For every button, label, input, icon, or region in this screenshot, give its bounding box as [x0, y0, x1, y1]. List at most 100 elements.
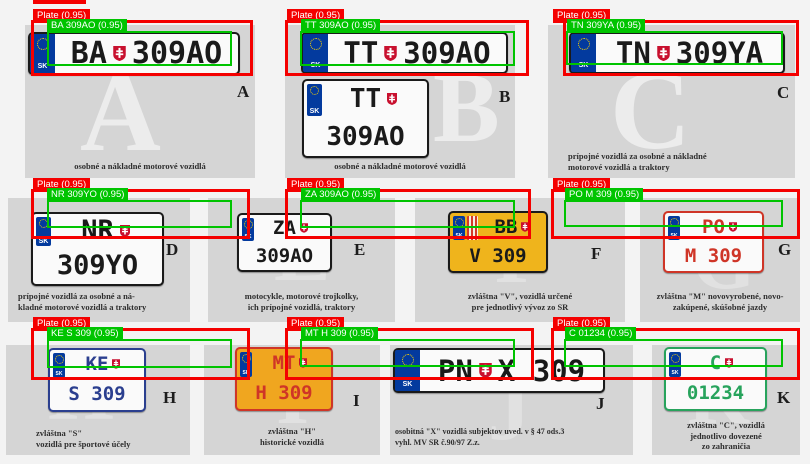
panel-caption: prípojné vozidlá za osobné a nákladné mo…: [568, 151, 707, 172]
plate-number: M 309: [684, 244, 743, 267]
plate-number: 309AO: [255, 244, 314, 267]
panel-letter: F: [591, 244, 602, 263]
plate-prefix: PN: [437, 353, 473, 388]
detection-label-ocr: TT 309AO (0.95): [301, 19, 381, 33]
panel-caption: zvláštna "V", vozidlá určené pre jednotl…: [419, 291, 621, 312]
caption-line: zvláštna "S": [36, 428, 83, 438]
license-plate: SK TT 309AO: [302, 79, 429, 158]
stars-circle-icon: [577, 38, 590, 50]
detection-box-plate: [551, 189, 800, 239]
detection-box-ocr: [300, 31, 515, 66]
euro-band: SK: [395, 350, 420, 391]
panel-caption: zvláštna "H" historické vozidlá: [208, 426, 376, 447]
caption-line: motocykle, motorové trojkolky,: [244, 291, 359, 301]
plate-prefix: ZA: [273, 217, 296, 240]
detection-box-plate: [285, 189, 531, 239]
panel-letter: I: [353, 391, 360, 410]
panel-d: D SK NR 309YO D prípojné vozidlá za osob…: [8, 198, 190, 322]
caption-line: zakúpené, skúšobné jazdy: [672, 301, 768, 312]
plate-prefix: KE: [85, 353, 109, 376]
panel-i: I SK MT H 309 I zvláštna "H" historické …: [204, 345, 380, 455]
detection-box-ocr: [300, 339, 515, 367]
caption-line: motorové vozidlá a traktory: [568, 161, 670, 172]
detection-box-plate: [285, 328, 534, 380]
detection-label-ocr: NR 309YO (0.95): [47, 188, 129, 202]
panel-j: J SK PN X 309 J osobitná "X" vozidlá sub…: [390, 345, 633, 456]
detection-box-plate: [563, 20, 799, 76]
plate-prefix: TT: [349, 84, 382, 114]
detection-box-ocr: [47, 200, 232, 228]
caption-line: osobné a nákladné motorové vozidlá: [334, 161, 466, 171]
plate-number: H 309: [255, 382, 313, 405]
panel-caption: zvláštna "S" vozidlá pre športové účely: [36, 428, 131, 449]
panel-c: C SK TN 309YA C prípojné vozidlá za osob…: [548, 25, 795, 178]
caption-line: prípojné vozidlá za osobné a ná-: [18, 291, 135, 301]
caption-line: prípojné vozidlá za osobné a nákladné: [568, 151, 707, 161]
panel-letter: C: [777, 83, 790, 102]
panel-letter: A: [237, 82, 250, 101]
license-plate: SK PO M 309: [663, 211, 764, 273]
caption-line: vyhl. MV SR č.90/97 Z.z.: [395, 437, 480, 447]
caption-line: zvláštna "V", vozidlá určené: [467, 291, 573, 301]
panel-caption: zvláštna "M" novovyrobené, novo- zakúpen…: [644, 291, 796, 312]
euro-band: SK: [571, 34, 596, 72]
caption-line: osobné a nákladné motorové vozidlá: [74, 161, 206, 171]
panel-letter: G: [778, 240, 792, 259]
country-code: SK: [37, 63, 48, 70]
panel-letter: B: [499, 87, 511, 106]
license-plate: SK BB V 309: [448, 211, 548, 273]
country-code: SK: [55, 371, 63, 378]
detection-box-plate: [31, 328, 250, 380]
detection-label-ocr: KE S 309 (0.95): [47, 327, 123, 341]
panel-caption: osobitná "X" vozidlá subjektov uved. v §…: [395, 427, 564, 448]
plate-text: TT: [304, 81, 427, 117]
caption-line: jednotlivo dovezené: [690, 430, 762, 441]
country-code: SK: [578, 62, 589, 69]
caption-line: historické vozidlá: [260, 436, 324, 447]
country-code: SK: [38, 238, 49, 246]
country-code: SK: [402, 381, 413, 388]
caption-line: pre jednotlivý vývoz zo SR: [471, 301, 569, 312]
stars-circle-icon: [309, 38, 322, 50]
stars-circle-icon: [310, 86, 319, 95]
panel-caption: osobné a nákladné motorové vozidlá: [289, 161, 511, 172]
license-plate: SK PN X 309: [393, 348, 605, 393]
panel-caption: prípojné vozidlá za osobné a ná- kladné …: [18, 291, 146, 312]
plate-text: H 309: [237, 378, 331, 409]
plate-text: 309AO: [239, 241, 330, 270]
slovak-emblem-icon: [113, 46, 126, 61]
caption-line: ich prípojné vozidlá, traktory: [247, 301, 356, 312]
plate-text: V 309: [450, 241, 546, 271]
panel-e: E SK ZA 309AO E motocykle, motorové troj…: [208, 198, 395, 322]
plate-number: 309YO: [56, 250, 139, 282]
detection-box-ocr: [300, 200, 515, 228]
detection-box-ocr: [566, 31, 783, 65]
license-plate: SK NR 309YO: [31, 212, 164, 286]
slovak-emblem-icon: [387, 93, 398, 105]
caption-line: zvláštna "C", vozidlá: [687, 420, 765, 430]
euro-band: SK: [307, 84, 322, 116]
detection-label-ocr: PO M 309 (0.95): [565, 188, 644, 202]
euro-band: SK: [53, 353, 65, 379]
detection-label-ocr: C 01234 (0.95): [565, 327, 637, 341]
panel-f: F SK BB V 309 F zvláštna "V", vozidlá ur…: [415, 198, 625, 322]
stars-circle-icon: [54, 355, 64, 364]
plate-text: 01234: [666, 378, 765, 409]
detection-box-plate: [31, 20, 253, 76]
slovak-emblem-icon: [384, 45, 398, 61]
detection-label-ocr: TN 309YA (0.95): [567, 19, 646, 33]
panel-letter: J: [596, 394, 605, 413]
license-plate: SK KE S 309: [48, 348, 146, 412]
panel-letter: D: [166, 240, 179, 259]
panel-caption: motocykle, motorové trojkolky, ich prípo…: [212, 291, 391, 312]
plate-prefix: MT: [272, 352, 296, 375]
plate-text: 309AO: [304, 117, 427, 156]
country-code: SK: [242, 370, 250, 377]
slovak-emblem-icon: [521, 222, 530, 232]
detection-box-plate: [285, 20, 529, 76]
clipped-label-fragment: [33, 0, 86, 4]
euro-band: SK: [669, 352, 681, 378]
plate-number: V 309: [469, 244, 527, 267]
country-code: SK: [309, 107, 320, 115]
